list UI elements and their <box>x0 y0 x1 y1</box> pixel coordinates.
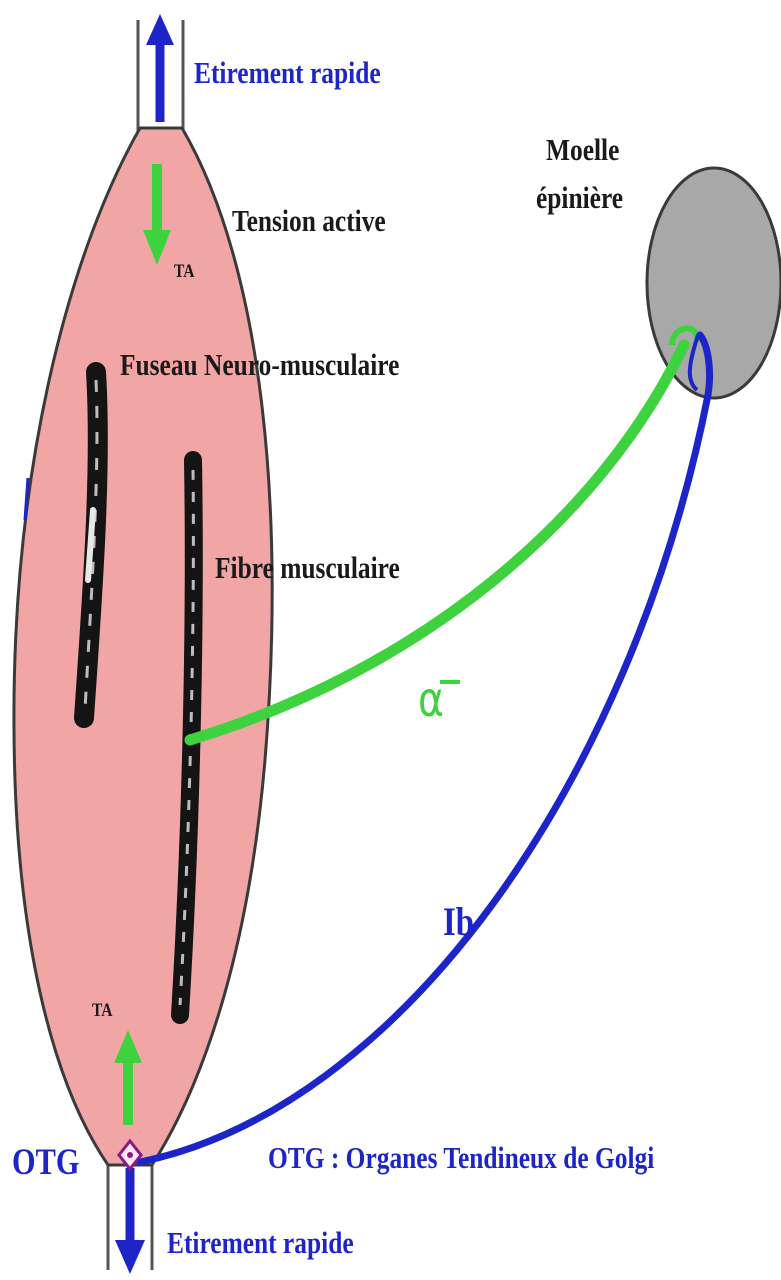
otg-label: OTG <box>12 1144 79 1181</box>
ta-bottom-label: TA <box>92 1001 112 1020</box>
top-stretch-arrow <box>146 14 174 122</box>
spinal-cord-label-line2: épinière <box>536 182 623 213</box>
bottom-stretch-label: Etirement rapide <box>167 1227 354 1258</box>
muscle-belly <box>14 128 272 1165</box>
muscle-fiber-label: Fibre musculaire <box>215 552 400 583</box>
spindle-label: Fuseau Neuro-musculaire <box>120 349 399 380</box>
top-stretch-label: Etirement rapide <box>194 57 381 88</box>
active-tension-label: Tension active <box>232 205 386 236</box>
otg-legend: OTG : Organes Tendineux de Golgi <box>268 1142 654 1173</box>
spinal-cord-label-line1: Moelle <box>546 134 619 165</box>
ta-top-label: TA <box>174 262 194 281</box>
alpha-minus-bar <box>440 680 460 684</box>
ib-label: Ib <box>443 902 474 942</box>
bottom-stretch-arrow <box>115 1168 145 1274</box>
spinal-cord <box>647 168 781 398</box>
